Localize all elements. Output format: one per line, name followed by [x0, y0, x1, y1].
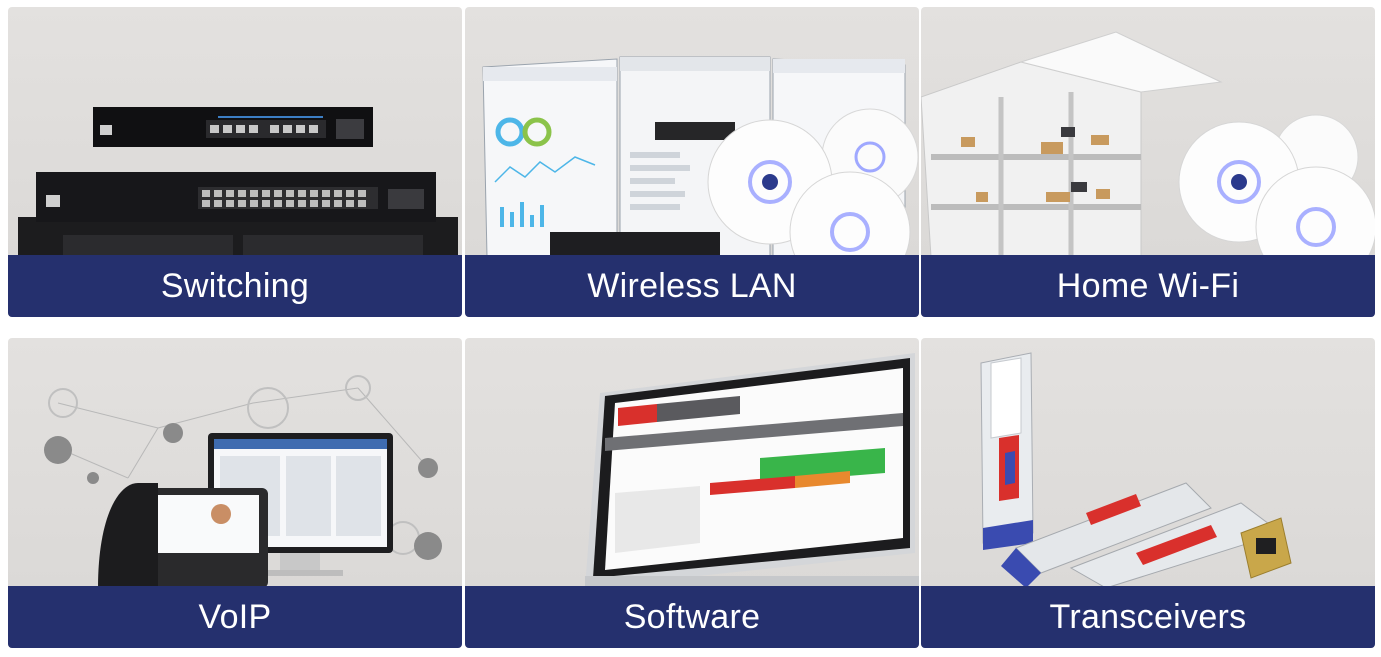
software-monitor-icon [585, 353, 919, 588]
tile-voip[interactable]: VoIP [8, 338, 462, 648]
tile-transceivers[interactable]: Transceivers [921, 338, 1375, 648]
network-switch-icon [18, 107, 458, 257]
tile-label: Transceivers [921, 586, 1375, 648]
tile-software[interactable]: Software [465, 338, 919, 648]
tile-wireless-lan[interactable]: Wireless LAN [465, 7, 919, 317]
sfp-transceiver-icon [980, 352, 1292, 588]
tile-switching[interactable]: Switching [8, 7, 462, 317]
home-network-icon [921, 31, 1375, 257]
tile-label: VoIP [8, 586, 462, 648]
tile-label: Wireless LAN [465, 255, 919, 317]
tile-label: Software [465, 586, 919, 648]
tile-label: Switching [8, 255, 462, 317]
tile-home-wifi[interactable]: Home Wi-Fi [921, 7, 1375, 317]
wireless-dashboard-icon [482, 56, 919, 257]
tile-label: Home Wi-Fi [921, 255, 1375, 317]
ip-phone-icon [44, 375, 442, 588]
